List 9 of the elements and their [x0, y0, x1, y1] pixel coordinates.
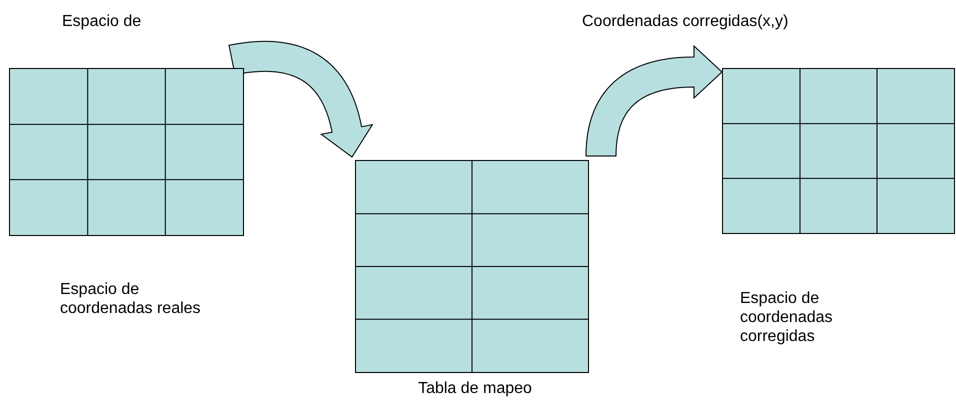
grid-table — [355, 160, 589, 373]
grid-table — [722, 68, 955, 234]
grid-table — [9, 68, 244, 236]
caption-text: Espacio de — [62, 12, 142, 31]
caption-text: Coordenadas corregidas(x,y) — [582, 12, 790, 31]
caption-text: Espacio de coordenadas reales — [60, 280, 202, 318]
block-arrow — [586, 44, 723, 156]
caption-text: Tabla de mapeo — [417, 379, 533, 398]
caption-text: Espacio de coordenadas corregidas — [740, 289, 834, 346]
